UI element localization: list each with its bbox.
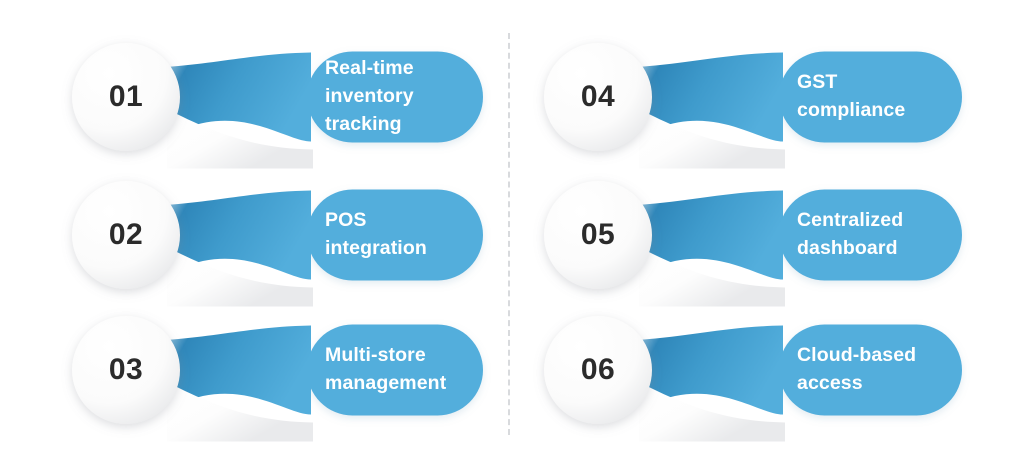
feature-pill — [307, 324, 483, 416]
ribbon-connector — [166, 325, 311, 415]
step-number: 02 — [108, 218, 144, 251]
ribbon-lobe — [639, 109, 785, 169]
ribbon-lobe — [167, 247, 313, 307]
feature-pill — [779, 324, 962, 416]
feature-pill — [307, 51, 483, 143]
ribbon-connector — [638, 52, 783, 142]
item-graphic — [72, 181, 483, 307]
ribbon-connector — [638, 190, 783, 280]
step-number: 04 — [580, 80, 616, 113]
feature-pill — [779, 51, 962, 143]
ribbon-lobe — [167, 109, 313, 169]
feature-label: Real-time inventory tracking — [325, 57, 414, 135]
ribbon-lobe — [167, 382, 313, 442]
feature-label: Cloud-based access — [797, 344, 917, 394]
feature-pill — [307, 189, 483, 281]
column-divider — [508, 33, 510, 435]
feature-label: Centralized dashboard — [797, 209, 904, 259]
step-number: 05 — [580, 218, 616, 251]
item-graphic — [72, 316, 483, 442]
number-circle — [544, 181, 652, 289]
number-circle — [544, 43, 652, 151]
item-graphic — [544, 316, 962, 442]
ribbon-lobe — [639, 382, 785, 442]
feature-item-01[interactable]: 01 Real-time inventory tracking — [71, 42, 483, 169]
step-number: 06 — [580, 353, 616, 386]
number-circle — [544, 316, 652, 424]
feature-item-03[interactable]: 03 Multi-store management — [71, 315, 483, 442]
ribbon-connector — [166, 52, 311, 142]
ribbon-connector — [638, 325, 783, 415]
feature-item-06[interactable]: 06 Cloud-based access — [543, 315, 962, 442]
item-graphic — [72, 43, 483, 169]
ribbon-lobe — [639, 247, 785, 307]
number-circle — [72, 316, 180, 424]
step-number: 01 — [108, 80, 144, 113]
ribbon-connector — [166, 190, 311, 280]
feature-label: Multi-store management — [325, 344, 447, 394]
feature-item-05[interactable]: 05 Centralized dashboard — [543, 180, 962, 307]
item-graphic — [544, 181, 962, 307]
feature-item-04[interactable]: 04 GST compliance — [543, 42, 962, 169]
feature-pill — [779, 189, 962, 281]
item-graphic — [544, 43, 962, 169]
feature-label: POS integration — [325, 209, 427, 259]
feature-item-02[interactable]: 02 POS integration — [71, 180, 483, 307]
number-circle — [72, 43, 180, 151]
step-number: 03 — [108, 353, 144, 386]
number-circle — [72, 181, 180, 289]
feature-label: GST compliance — [797, 71, 906, 121]
